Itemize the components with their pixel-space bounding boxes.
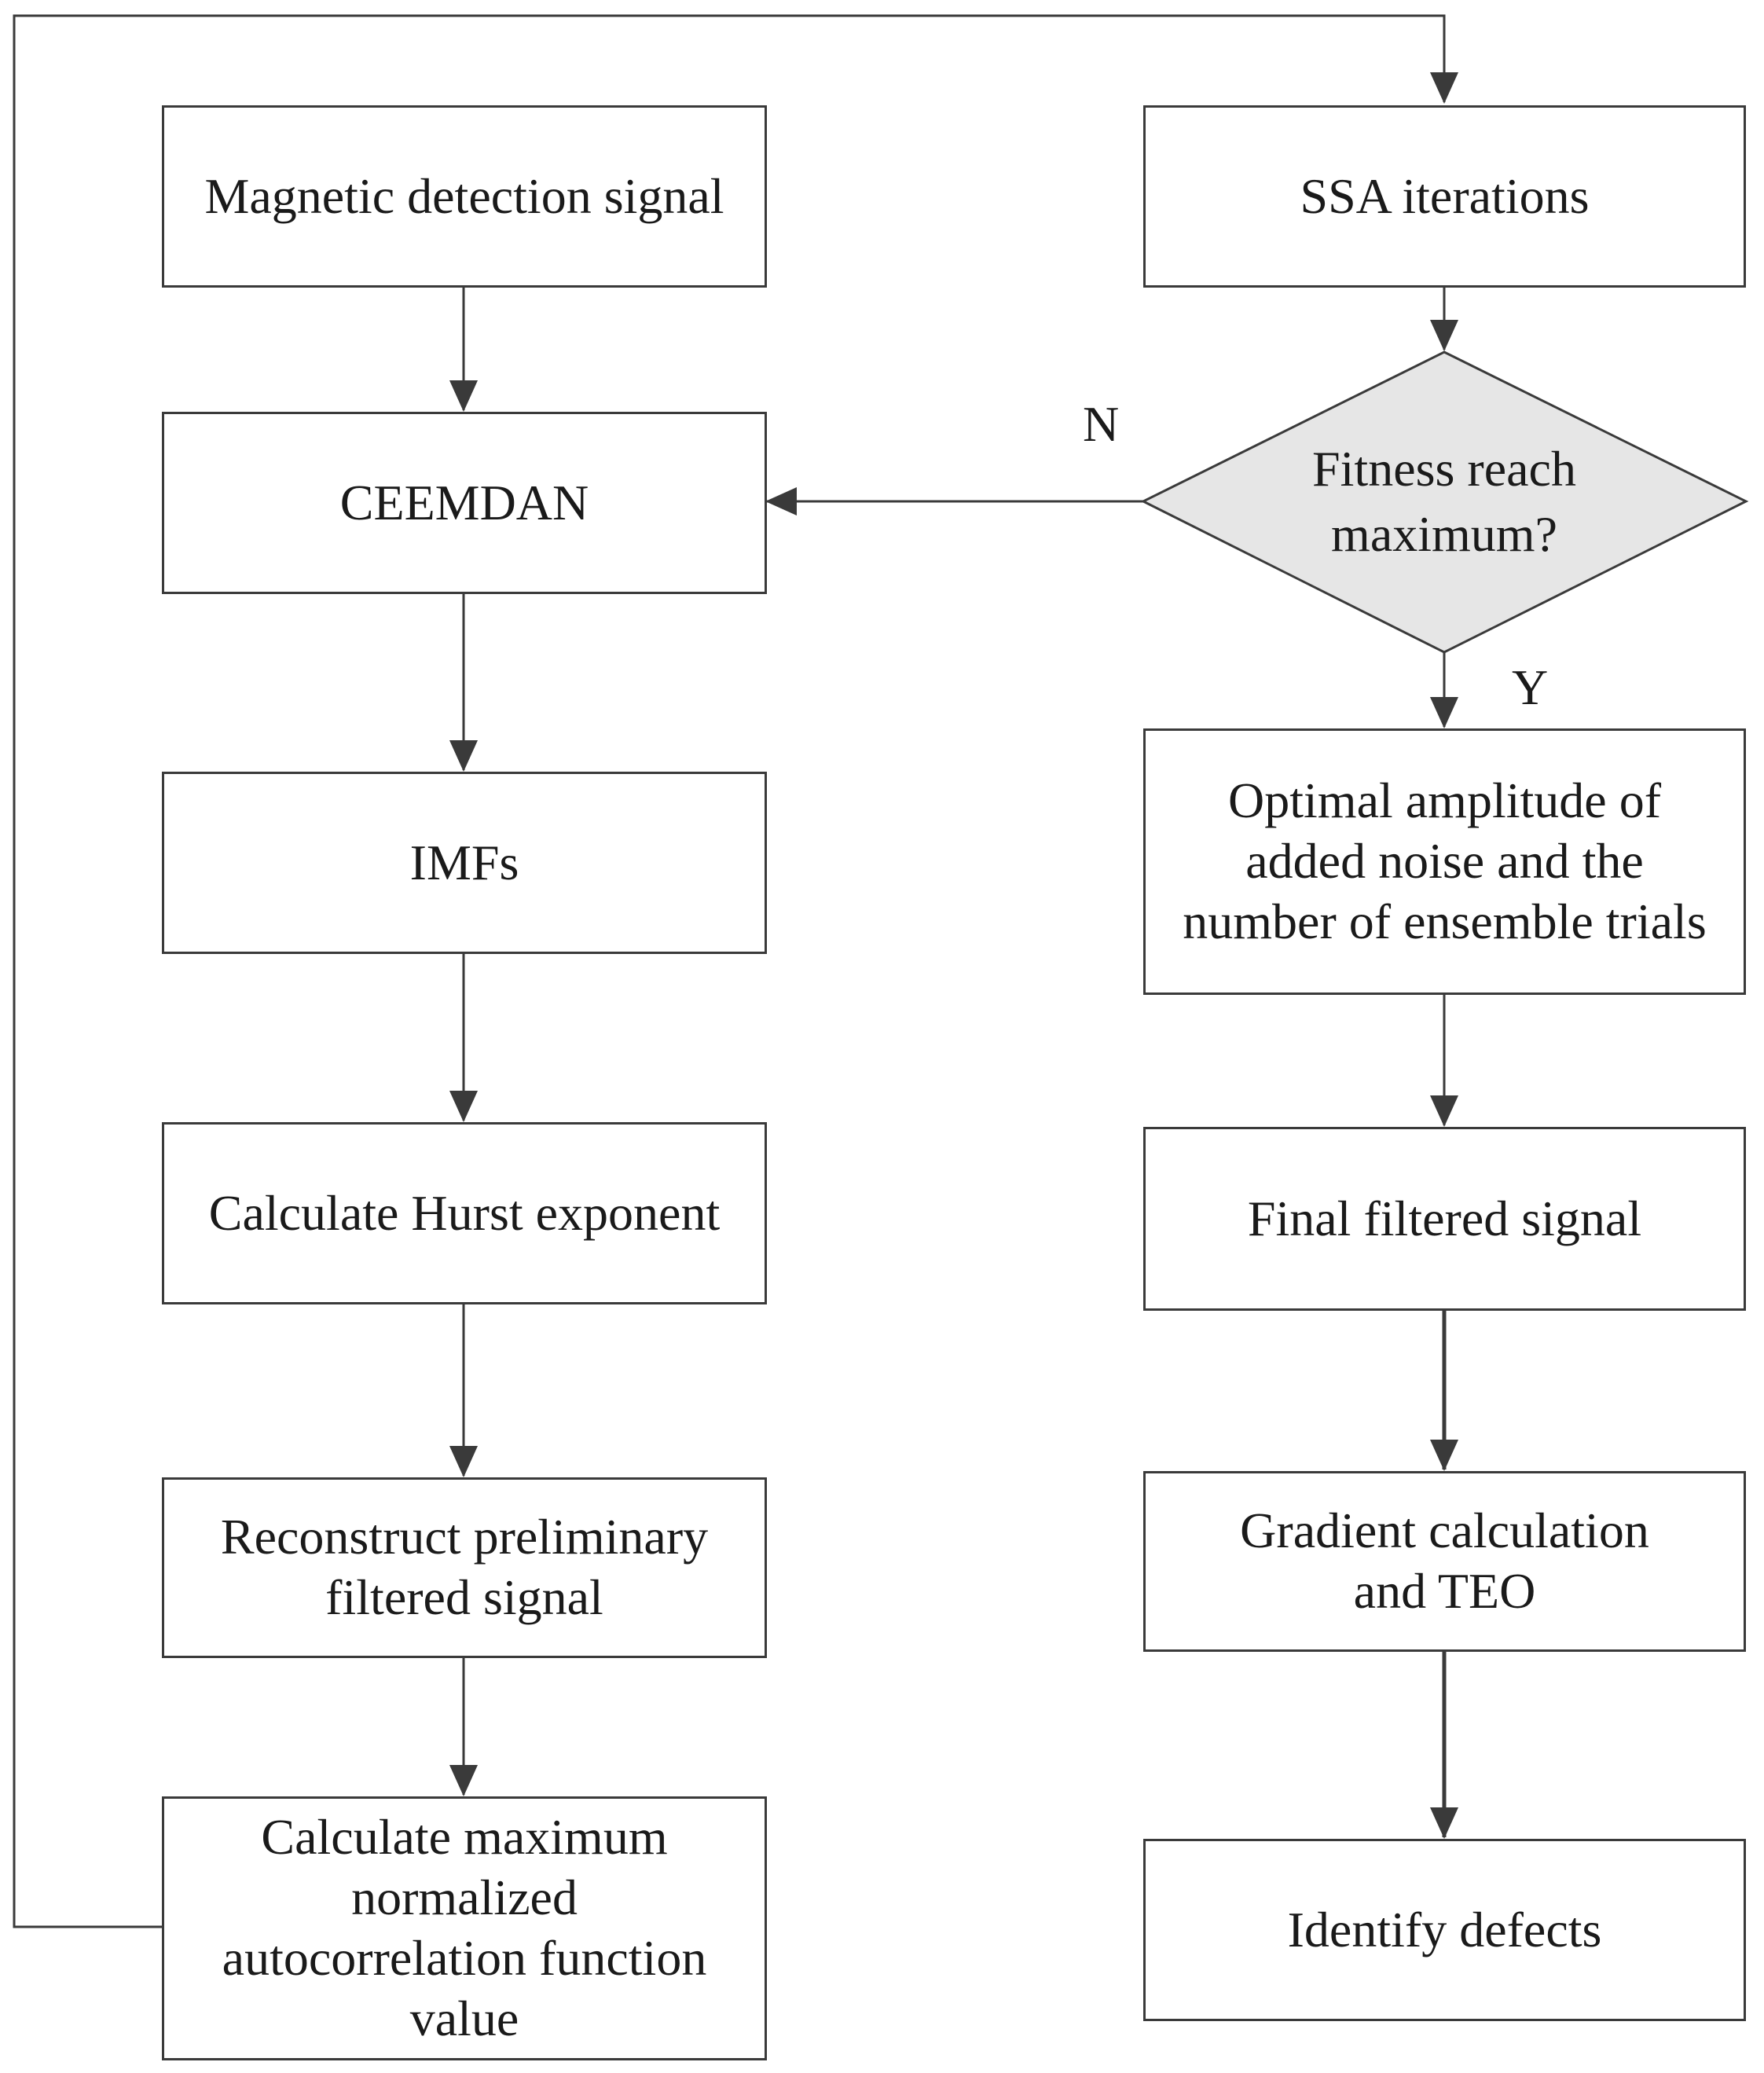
imfs-label: IMFs (409, 834, 519, 890)
identify-defects-label: Identify defects (1287, 1901, 1602, 1957)
optimal-parameters-box: Optimal amplitude of added noise and the… (1143, 728, 1746, 995)
ceemdan-box: CEEMDAN (162, 412, 767, 594)
optimal-parameters-label: Optimal amplitude of added noise and the… (1183, 772, 1707, 949)
calculate-hurst-box: Calculate Hurst exponent (162, 1122, 767, 1304)
imfs-box: IMFs (162, 772, 767, 954)
reconstruct-signal-label: Reconstruct preliminary filtered signal (220, 1509, 709, 1625)
autocorrelation-box: Calculate maximum normalized autocorrela… (162, 1796, 767, 2060)
decision-label: Fitness reach maximum? (1312, 440, 1576, 562)
final-filtered-signal-box: Final filtered signal (1143, 1127, 1746, 1311)
ceemdan-label: CEEMDAN (339, 474, 589, 530)
ssa-iterations-box: SSA iterations (1143, 105, 1746, 288)
loop-autocorr-to-ssa (13, 14, 1458, 1928)
no-branch-label: N (1083, 396, 1120, 452)
gradient-teo-label: Gradient calculation and TEO (1240, 1502, 1649, 1619)
autocorrelation-label: Calculate maximum normalized autocorrela… (222, 1809, 707, 2046)
gradient-teo-box: Gradient calculation and TEO (1143, 1471, 1746, 1652)
magnetic-detection-signal-label: Magnetic detection signal (204, 167, 724, 224)
reconstruct-signal-box: Reconstruct preliminary filtered signal (162, 1477, 767, 1658)
calculate-hurst-label: Calculate Hurst exponent (208, 1184, 721, 1241)
identify-defects-box: Identify defects (1143, 1839, 1746, 2021)
yes-branch-label: Y (1512, 659, 1549, 715)
magnetic-detection-signal-box: Magnetic detection signal (162, 105, 767, 288)
ssa-iterations-label: SSA iterations (1300, 167, 1590, 224)
decision-text-area: Fitness reach maximum? (1257, 431, 1631, 572)
final-filtered-signal-label: Final filtered signal (1247, 1190, 1642, 1246)
